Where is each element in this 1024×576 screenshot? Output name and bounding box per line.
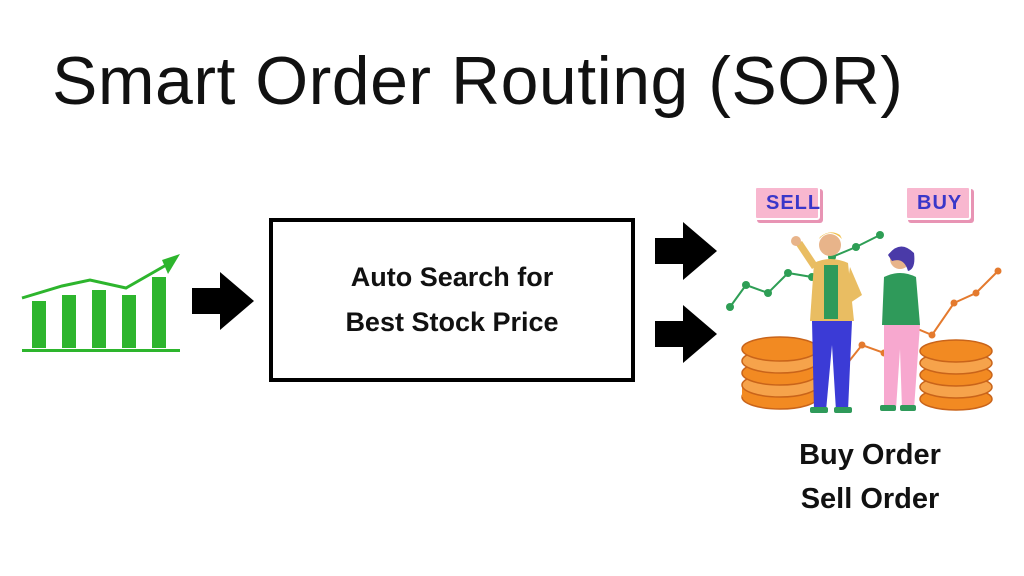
process-box: Auto Search for Best Stock Price: [269, 218, 635, 382]
buy-tag: BUY: [905, 186, 971, 220]
traders-with-coins-illustration: [726, 231, 1002, 413]
page-title: Smart Order Routing (SOR): [52, 43, 904, 119]
process-line-1: Auto Search for: [350, 262, 554, 292]
sell-tag: SELL: [754, 186, 820, 220]
coin-stack-left: [741, 336, 819, 410]
coin-stack-right: [919, 339, 993, 411]
input-arrow-icon: [192, 272, 254, 330]
process-line-2: Best Stock Price: [345, 307, 559, 337]
trader-woman-figure: [880, 246, 920, 411]
trader-man-figure: [791, 232, 862, 413]
output-arrow-bottom-icon: [655, 305, 717, 363]
rising-bar-chart-icon: [21, 254, 180, 352]
sell-order-label: Sell Order: [800, 483, 940, 515]
buy-order-label: Buy Order: [799, 439, 941, 471]
output-arrow-top-icon: [655, 222, 717, 280]
order-outcomes: Buy Order Sell Order: [790, 433, 950, 521]
